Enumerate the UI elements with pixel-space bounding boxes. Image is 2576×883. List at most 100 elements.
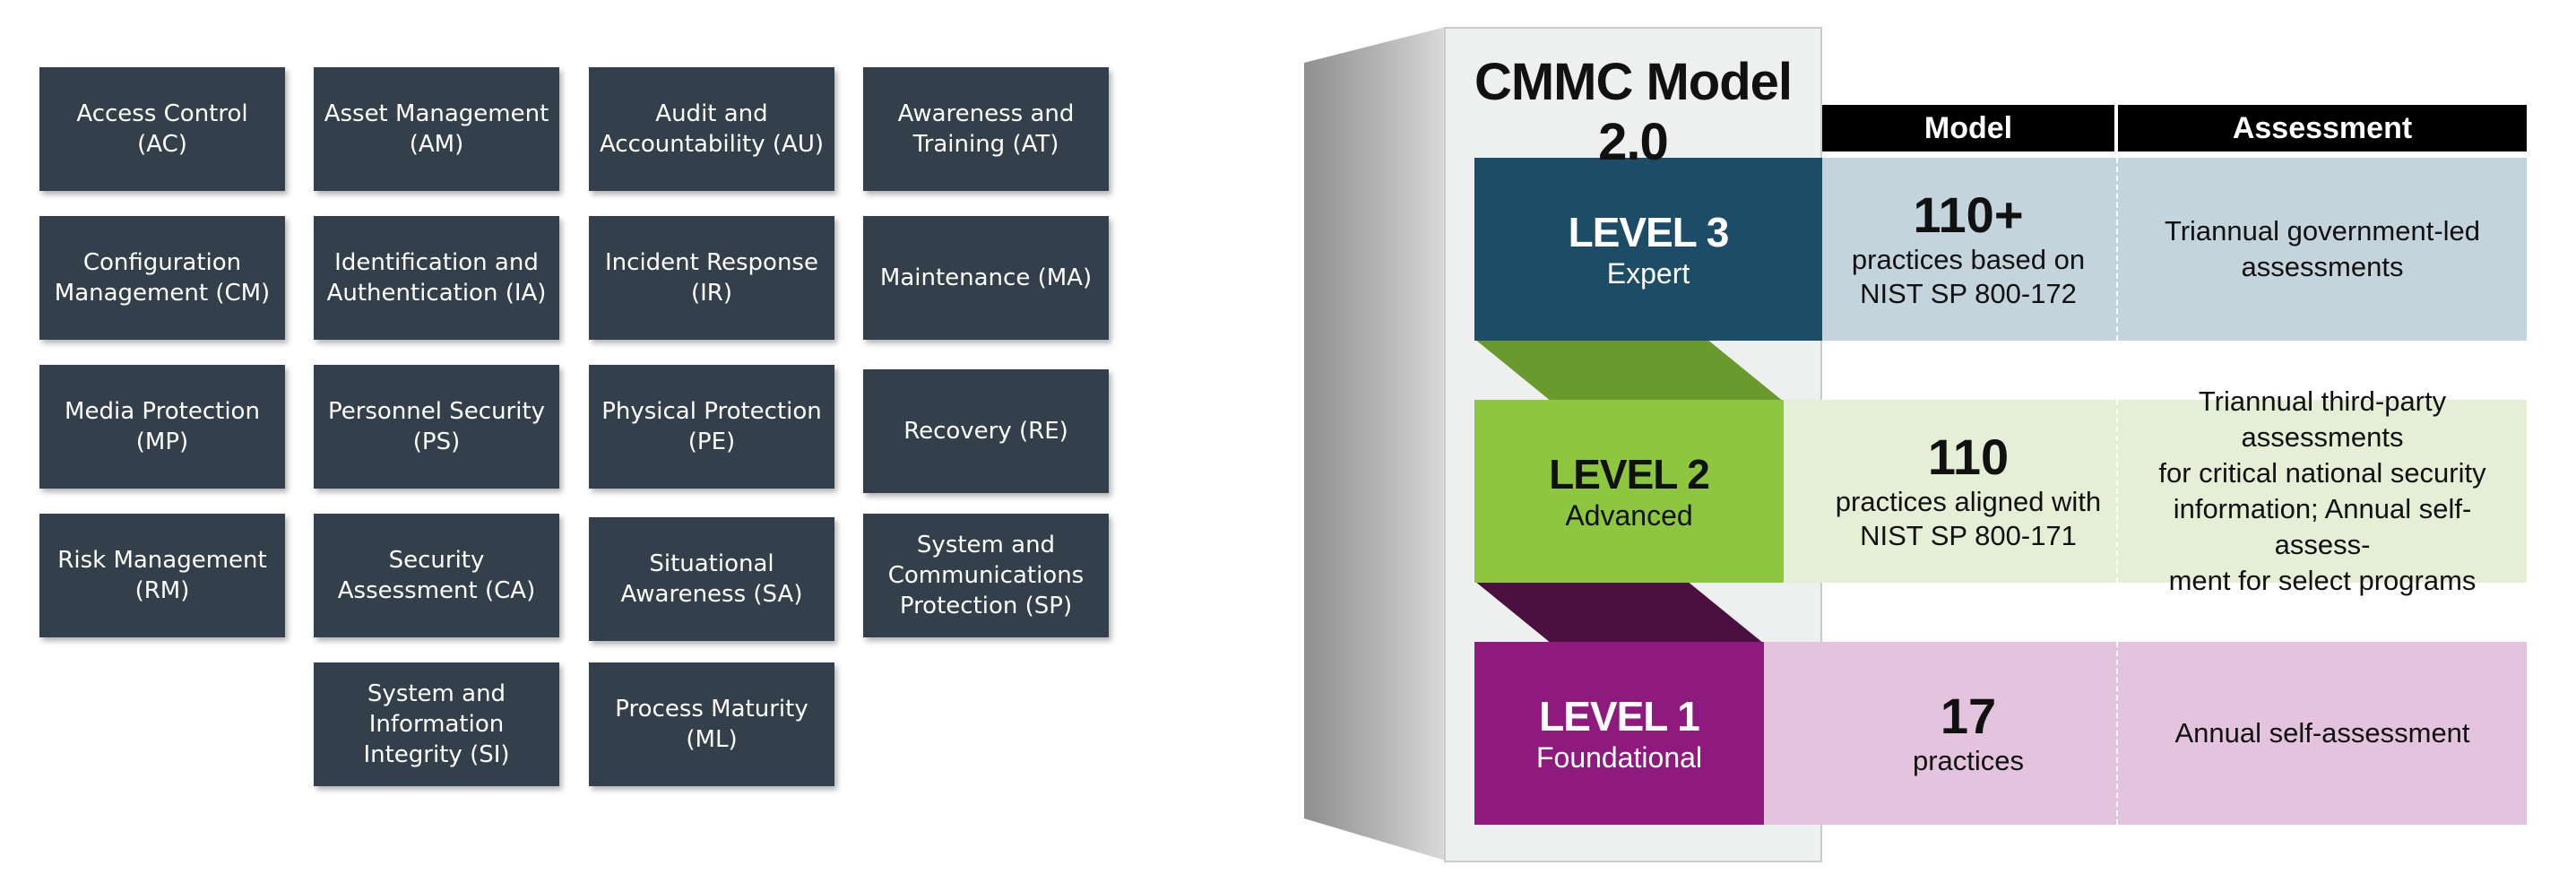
domain-label-line: (MP)	[135, 429, 189, 455]
domain-label-line: Situational	[649, 550, 774, 577]
level-3-block: LEVEL 3 Expert	[1474, 158, 1822, 341]
level-1-block: LEVEL 1 Foundational	[1474, 642, 1764, 825]
domain-label-line: Security	[388, 547, 485, 574]
domain-label-line: Accountability (AU)	[599, 131, 825, 158]
domain-label-line: Identification and	[334, 249, 539, 276]
level-2-block: LEVEL 2 Advanced	[1474, 400, 1784, 583]
domain-label-line: (IR)	[690, 280, 732, 307]
domain-label-line: Maintenance (MA)	[879, 264, 1093, 291]
level-1-model-cell: 17 practices	[1822, 642, 2114, 825]
level-connector-2-1	[1474, 581, 1764, 644]
domain-box-ac: Access Control(AC)	[39, 67, 285, 191]
domain-label-line: (AM)	[409, 131, 464, 158]
domain-label-line: Personnel Security	[327, 398, 546, 425]
domain-label-line: (ML)	[686, 726, 738, 753]
level-2-practices-line-1: practices aligned with	[1835, 486, 2102, 517]
domain-box-ma: Maintenance (MA)	[863, 216, 1109, 340]
domain-box-ml: Process Maturity (ML)	[589, 662, 834, 786]
domain-box-pe: Physical Protection (PE)	[589, 365, 834, 489]
level-1-row	[1764, 642, 2527, 825]
domain-label-line: Recovery (RE)	[903, 418, 1068, 445]
model-title: CMMC Model 2.0	[1474, 53, 1793, 171]
level-2-row	[1784, 400, 2527, 583]
domain-label-line: Integrity (SI)	[363, 741, 510, 768]
level-1-assessment-line-1: Annual self-assessment	[2174, 717, 2470, 749]
level-1-practices-line-1: practices	[1912, 745, 2025, 776]
domain-label-line: Incident Response	[605, 249, 818, 276]
domain-box-mp: Media Protection (MP)	[39, 365, 285, 489]
domain-box-rm: Risk Management(RM)	[39, 514, 285, 637]
domain-label: Recovery (RE)	[903, 416, 1068, 446]
domain-label-line: Management (CM)	[54, 280, 271, 307]
domain-label-line: System and	[916, 532, 1056, 558]
level-1-practice-count: 17	[1940, 688, 1997, 744]
level-3-subtitle: Expert	[1606, 257, 1690, 290]
level-3-model-cell: 110+ practices based on NIST SP 800-172	[1822, 158, 2114, 341]
domain-label: Risk Management(RM)	[57, 545, 266, 606]
domain-label: Process Maturity (ML)	[615, 694, 808, 755]
domain-box-ps: Personnel Security(PS)	[314, 365, 559, 489]
column-divider	[2116, 158, 2118, 341]
column-divider	[2116, 400, 2118, 583]
domain-label-line: Physical Protection	[601, 398, 822, 425]
domain-label: Media Protection (MP)	[65, 396, 260, 457]
domain-label-line: (RM)	[134, 577, 190, 604]
domain-label-line: Information	[368, 711, 505, 738]
domain-label: Asset Management(AM)	[324, 99, 549, 160]
domain-label: Incident Response (IR)	[605, 247, 818, 308]
domain-label: Personnel Security(PS)	[328, 396, 545, 457]
panel-3d-side	[1304, 27, 1446, 861]
domain-label: Physical Protection (PE)	[601, 396, 822, 457]
level-2-assessment-line-4: ment for select programs	[2168, 565, 2477, 596]
level-3-assessment-cell: Triannual government-led assessments	[2118, 158, 2527, 341]
level-1-name: LEVEL 1	[1539, 693, 1700, 740]
domain-label-line: Assessment (CA)	[337, 577, 536, 604]
domain-label: Maintenance (MA)	[880, 263, 1092, 293]
level-3-name: LEVEL 3	[1568, 209, 1730, 255]
level-2-name: LEVEL 2	[1549, 451, 1710, 498]
domain-label-line: Training (AT)	[912, 131, 1059, 158]
domain-label-line: Protection (SP)	[899, 593, 1073, 619]
level-3-practice-count: 110+	[1913, 186, 2024, 243]
domain-box-re: Recovery (RE)	[863, 369, 1109, 493]
level-2-assessment-line-2: for critical national security	[2158, 457, 2486, 489]
domain-label-line: Awareness and	[897, 100, 1075, 127]
domain-label-line: Process Maturity	[615, 696, 808, 723]
domain-box-ir: Incident Response (IR)	[589, 216, 834, 340]
level-2-assessment-cell: Triannual third-party assessments for cr…	[2118, 385, 2527, 596]
level-3-practices-line-2: NIST SP 800-172	[1860, 278, 2077, 309]
level-2-assessment-line-1: Triannual third-party assessments	[2198, 385, 2447, 453]
level-1-subtitle: Foundational	[1535, 741, 1703, 774]
domain-label-line: System and	[367, 680, 506, 707]
assessment-column-header: Assessment	[2118, 105, 2527, 151]
column-divider	[2116, 642, 2118, 825]
domain-label-line: Configuration	[82, 249, 242, 276]
domain-label: Access Control(AC)	[76, 99, 247, 160]
domain-label-line: Authentication (IA)	[326, 280, 547, 307]
domain-label-line: Media Protection	[65, 398, 260, 425]
level-2-practice-count: 110	[1927, 429, 2010, 485]
domain-label-line: Audit and	[655, 100, 768, 127]
level-3-assessment-line-1: Triannual government-led	[2164, 215, 2481, 247]
domain-label-line: (PE)	[687, 429, 736, 455]
level-1-assessment-cell: Annual self-assessment	[2118, 642, 2527, 825]
level-2-assessment-line-3: information; Annual self-assess-	[2173, 493, 2472, 560]
level-3-assessment-line-2: assessments	[2241, 251, 2404, 282]
domain-label-line: (AC)	[137, 131, 187, 158]
